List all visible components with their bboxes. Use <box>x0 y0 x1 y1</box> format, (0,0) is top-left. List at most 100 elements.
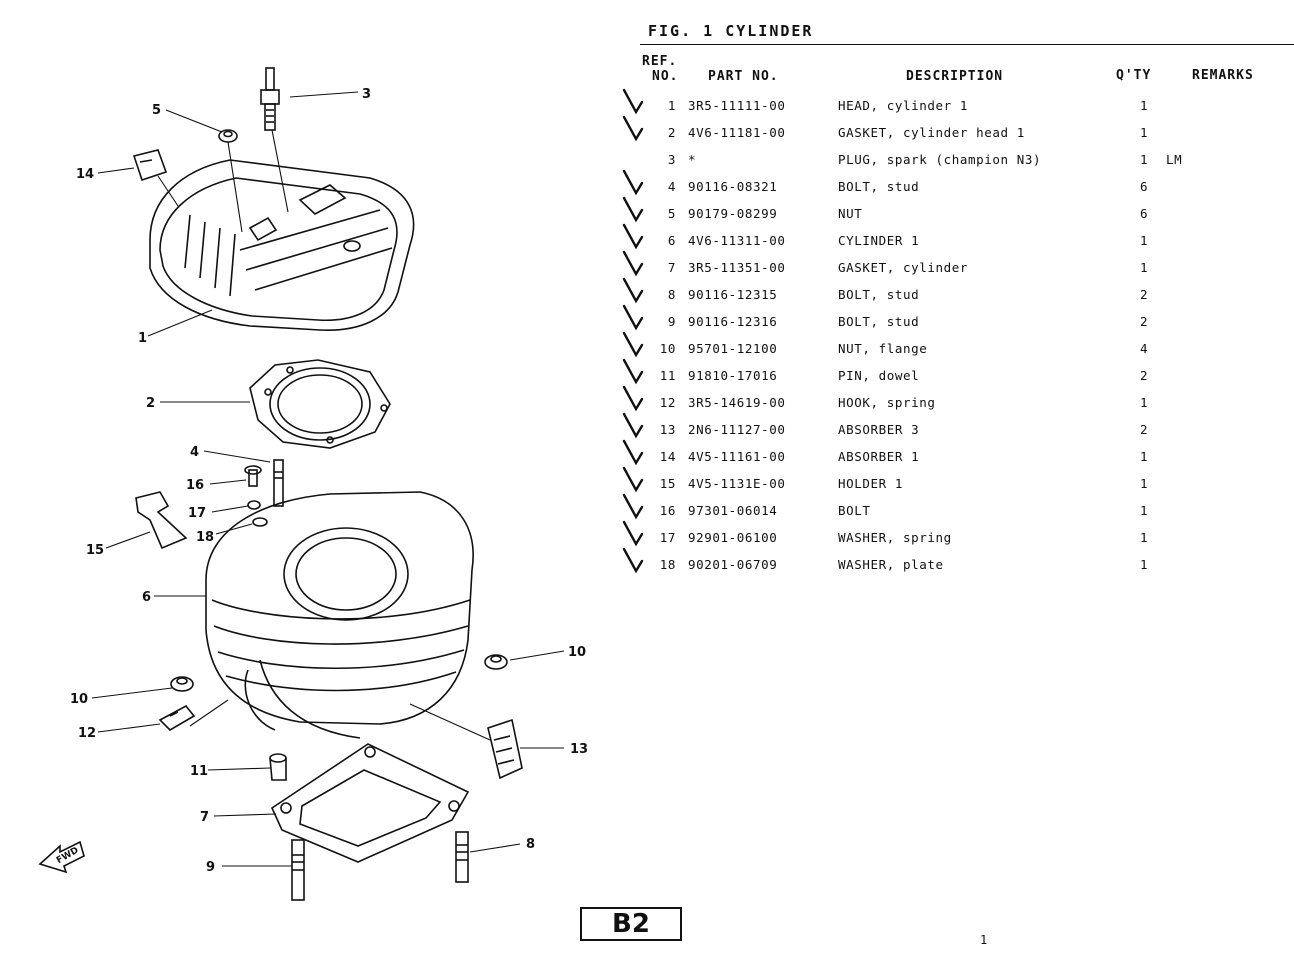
check-mark-icon <box>622 412 644 439</box>
part-number: 3R5-14619-00 <box>688 395 786 410</box>
part-number: 90116-12315 <box>688 287 778 302</box>
dowel-pin-drawing <box>269 753 287 781</box>
ref-number: 7 <box>667 260 676 275</box>
callout-1: 1 <box>138 331 147 346</box>
check-mark-icon <box>622 250 644 277</box>
head-gasket-drawing <box>249 359 391 449</box>
part-description: BOLT <box>838 503 871 518</box>
cylinder-head-drawing <box>149 159 415 331</box>
part-description: WASHER, plate <box>838 557 944 572</box>
part-description: PLUG, spark (champion N3) <box>838 152 1042 167</box>
part-quantity: 1 <box>1140 557 1149 572</box>
part-description: ABSORBER 1 <box>838 449 920 464</box>
callout-13: 13 <box>570 742 588 757</box>
check-mark-icon <box>622 358 644 385</box>
part-remarks: LM <box>1166 152 1183 167</box>
callout-10-left: 10 <box>70 692 88 707</box>
check-mark-icon <box>622 547 644 574</box>
header-divider <box>640 44 1294 45</box>
small-fasteners-drawing <box>244 459 284 527</box>
part-description: HOOK, spring <box>838 395 936 410</box>
part-description: HOLDER 1 <box>838 476 904 491</box>
part-number: 4V6-11311-00 <box>688 233 786 248</box>
ref-number: 3 <box>667 152 676 167</box>
column-header-ref-line2: NO. <box>652 69 679 84</box>
parts-row: 8 90116-12315 BOLT, stud 2 <box>620 277 1294 314</box>
callout-5: 5 <box>152 103 161 118</box>
part-description: PIN, dowel <box>838 368 920 383</box>
page-number: 1 <box>980 933 988 947</box>
page-code-box: B2 <box>580 907 682 941</box>
ref-number: 5 <box>667 206 676 221</box>
spark-plug-drawing <box>260 67 280 131</box>
callout-numbers: 3 5 14 1 2 4 16 17 15 18 6 10 10 12 11 1… <box>55 87 588 875</box>
check-mark-icon <box>622 304 644 331</box>
part-number: 90116-08321 <box>688 179 778 194</box>
column-header-qty: Q'TY <box>1116 68 1152 83</box>
check-mark-icon <box>622 196 644 223</box>
callout-2: 2 <box>146 396 155 411</box>
figure-title: FIG. 1 CYLINDER <box>648 22 814 40</box>
part-number: 95701-12100 <box>688 341 778 356</box>
part-number: * <box>688 152 697 167</box>
callout-8: 8 <box>526 837 535 852</box>
part-number: 3R5-11351-00 <box>688 260 786 275</box>
part-number: 97301-06014 <box>688 503 778 518</box>
column-header-remarks: REMARKS <box>1192 68 1254 83</box>
part-quantity: 1 <box>1140 530 1149 545</box>
part-quantity: 2 <box>1140 368 1149 383</box>
check-mark-icon <box>622 277 644 304</box>
callout-17: 17 <box>188 506 206 521</box>
part-number: 3R5-11111-00 <box>688 98 786 113</box>
column-header-ref-line1: REF. <box>642 54 678 69</box>
part-description: BOLT, stud <box>838 287 920 302</box>
fwd-arrow-icon <box>38 840 85 874</box>
part-description: GASKET, cylinder head 1 <box>838 125 1025 140</box>
check-mark-icon <box>622 520 644 547</box>
ref-number: 15 <box>659 476 676 491</box>
callout-10-right: 10 <box>568 645 586 660</box>
part-quantity: 1 <box>1140 125 1149 140</box>
part-quantity: 6 <box>1140 206 1149 221</box>
ref-number: 17 <box>659 530 676 545</box>
check-mark-icon <box>622 169 644 196</box>
column-header-part-no: PART NO. <box>708 69 779 84</box>
ref-number: 10 <box>659 341 676 356</box>
part-quantity: 2 <box>1140 287 1149 302</box>
hook-drawing <box>158 704 196 732</box>
callout-14: 14 <box>76 167 94 182</box>
ref-number: 6 <box>667 233 676 248</box>
part-number: 90201-06709 <box>688 557 778 572</box>
column-header-description: DESCRIPTION <box>906 69 1004 84</box>
check-mark-icon <box>622 223 644 250</box>
ref-number: 1 <box>667 98 676 113</box>
ref-number: 16 <box>659 503 676 518</box>
callout-12: 12 <box>78 726 96 741</box>
cylinder-drawing <box>205 491 474 739</box>
callout-16: 16 <box>186 478 204 493</box>
absorber-14-drawing <box>132 149 168 182</box>
ref-number: 8 <box>667 287 676 302</box>
absorber-13-drawing <box>487 718 523 780</box>
flange-nut-drawings <box>170 654 508 692</box>
ref-number: 14 <box>659 449 676 464</box>
callout-6: 6 <box>142 590 151 605</box>
part-description: BOLT, stud <box>838 179 920 194</box>
part-quantity: 1 <box>1140 233 1149 248</box>
part-number: 2N6-11127-00 <box>688 422 786 437</box>
callout-11: 11 <box>190 764 208 779</box>
check-mark-icon <box>622 493 644 520</box>
base-gasket-drawing <box>270 743 470 863</box>
callout-9: 9 <box>206 860 215 875</box>
